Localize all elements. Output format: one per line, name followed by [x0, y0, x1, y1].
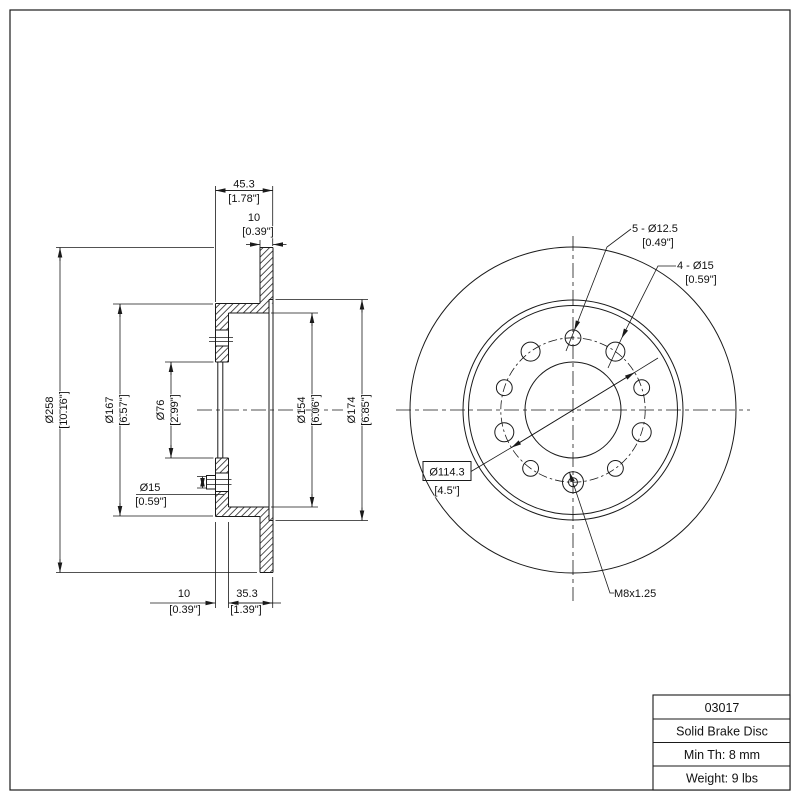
section-lug-hole — [215, 329, 229, 347]
dim-outer-dia-inch: [10.16"] — [58, 391, 70, 429]
callout-lug-holes-inch: [0.49"] — [642, 237, 673, 249]
dim-mount-offset: 35.3 [1.39"] — [228, 587, 281, 617]
section-hole-boss — [206, 475, 216, 490]
dim-mount-offset-mm: 35.3 — [236, 588, 257, 600]
dim-hat-depth-inch: [0.39"] — [169, 604, 200, 616]
dim-hole-dia: Ø15 [0.59"] — [135, 476, 224, 509]
dim-inner-dia-154-mm: Ø154 — [296, 397, 308, 424]
min-thickness: Min Th: 8 mm — [684, 748, 760, 762]
title-block: 03017 Solid Brake Disc Min Th: 8 mm Weig… — [652, 694, 791, 791]
section-hatch — [215, 247, 273, 573]
callout-access-holes-mm: 4 - Ø15 — [677, 260, 714, 272]
part-number: 03017 — [705, 701, 740, 715]
dim-hat-dia-mm: Ø167 — [104, 397, 116, 424]
part-description: Solid Brake Disc — [676, 725, 768, 739]
section-view: 45.3 [1.78"] 10 [0.39"] Ø258 [10.16"] Ø1… — [43, 178, 373, 617]
dim-inner-dia-154: Ø154 [6.06"] — [271, 312, 323, 508]
part-weight: Weight: 9 lbs — [686, 772, 758, 786]
dim-mount-offset-inch: [1.39"] — [230, 604, 261, 616]
dim-hole-dia-mm: Ø15 — [140, 482, 161, 494]
dim-inner-dia-174-inch: [6.85"] — [360, 394, 372, 425]
dim-inner-dia-174: Ø174 [6.85"] — [275, 299, 373, 521]
bolt-circle-label-box — [422, 461, 472, 481]
dim-total-width-inch: [1.78"] — [228, 193, 259, 205]
dim-outer-dia: Ø258 [10.16"] — [43, 247, 257, 573]
dim-hole-dia-inch: [0.59"] — [135, 496, 166, 508]
dim-inner-dia-154-inch: [6.06"] — [310, 394, 322, 425]
dim-hat-dia-inch: [6.57"] — [118, 394, 130, 425]
dim-outer-dia-mm: Ø258 — [44, 397, 56, 424]
drawing-frame — [9, 9, 791, 791]
dim-bore-dia-inch: [2.99"] — [169, 394, 181, 425]
callout-access-holes: 4 - Ø15 [0.59"] — [607, 259, 717, 369]
dim-hat-depth-mm: 10 — [178, 588, 190, 600]
dim-hat-dia: Ø167 [6.57"] — [103, 303, 213, 517]
access-holes — [494, 341, 652, 443]
callout-bolt-circle-inch: [4.5"] — [434, 485, 459, 497]
callout-thread-label: M8x1.25 — [614, 588, 656, 600]
callout-bolt-circle-mm: Ø114.3 — [429, 467, 464, 479]
dim-total-width-mm: 45.3 — [233, 179, 254, 191]
dim-bore-dia-mm: Ø76 — [155, 400, 167, 421]
callout-access-holes-inch: [0.59"] — [685, 274, 716, 286]
callout-bolt-circle: Ø114.3 [4.5"] — [422, 357, 659, 498]
dim-ring-thickness: 10 [0.39"] — [242, 211, 287, 247]
dim-ring-thickness-mm: 10 — [248, 212, 260, 224]
callout-lug-holes: 5 - Ø12.5 [0.49"] — [565, 222, 679, 352]
dim-bore-dia: Ø76 [2.99"] — [154, 361, 214, 459]
lug-holes — [495, 329, 651, 477]
callout-lug-holes-mm: 5 - Ø12.5 — [632, 223, 678, 235]
section-lower-hole — [215, 472, 229, 492]
section-outline — [206, 247, 274, 573]
callout-thread: M8x1.25 — [569, 471, 657, 601]
dim-total-width: 45.3 [1.78"] — [215, 178, 274, 302]
dim-inner-dia-174-mm: Ø174 — [346, 397, 358, 424]
front-view: 5 - Ø12.5 [0.49"] 4 - Ø15 [0.59"] Ø114.3… — [396, 222, 750, 601]
dim-ring-thickness-inch: [0.39"] — [242, 226, 273, 238]
